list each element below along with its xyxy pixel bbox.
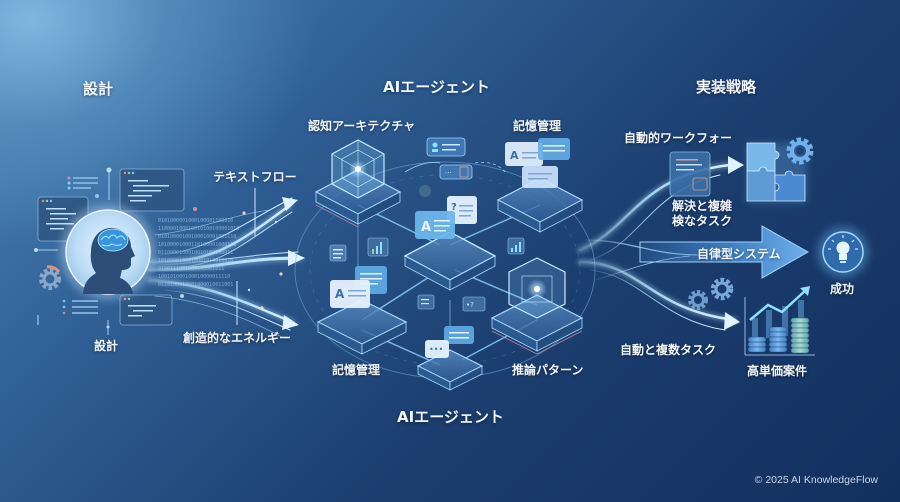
text-flow-streams	[146, 197, 304, 337]
gear-icon	[39, 265, 61, 290]
memory-management-top-label: 記憶管理	[513, 119, 562, 133]
chat-bubble-icon: A	[330, 266, 387, 308]
svg-text:01010000100100010001001110: 01010000100100010001001110	[158, 234, 236, 240]
design-bottom-label: 設計	[94, 339, 119, 353]
coins-growth-chart-icon	[744, 286, 815, 356]
chat-bubble-icon: •••	[425, 326, 474, 358]
complex-task-label-line1: 解決と複雑	[672, 199, 733, 213]
puzzle-icon	[746, 142, 807, 203]
chat-bubble-icon: ? A	[415, 196, 477, 239]
svg-text:···: ···	[445, 169, 452, 177]
agent-section-title: AIエージェント	[383, 78, 490, 96]
cognitive-architecture-label: 認知アーキテクチャ	[308, 119, 416, 133]
agent-node-cognitive	[314, 139, 402, 228]
svg-text:A: A	[510, 149, 519, 162]
design-section-title: 設計	[83, 80, 114, 98]
high-value-projects-label: 高単価案件	[747, 364, 808, 378]
code-window-icon	[119, 168, 185, 212]
svg-text:0110000100010010100100011: 0110000100010010100100011	[158, 250, 233, 256]
memory-management-bottom-label: 記憶管理	[332, 363, 381, 377]
svg-text:•••: •••	[429, 345, 443, 354]
gear-icon	[710, 277, 734, 301]
flow-arrowheads	[724, 156, 744, 330]
workflow-label: 自動的ワークフォー	[624, 131, 733, 145]
bar-chart-icon	[329, 237, 525, 262]
gear-icon	[786, 137, 814, 165]
svg-text:10100001000110100001000111: 10100001000110100001000111	[158, 242, 236, 248]
agent-node-memory-bottom: A	[316, 266, 408, 355]
reasoning-pattern-label: 推論パターン	[512, 363, 584, 377]
text-flow-label: テキストフロー	[213, 170, 297, 184]
autonomous-system-arrow	[639, 225, 810, 279]
multi-task-label: 自動と複数タスク	[620, 343, 717, 357]
svg-text:•?: •?	[466, 301, 474, 309]
output-flow-streams	[577, 162, 738, 331]
svg-text:?: ?	[451, 202, 457, 213]
agent-node-center: ? A	[403, 196, 497, 291]
agent-node-reasoning	[490, 257, 584, 355]
complex-task-label-line2: 検なタスク	[672, 214, 733, 228]
agent-node-bottom: •••	[416, 326, 484, 391]
svg-text:100101000100010000011110: 100101000100010000011110	[158, 274, 230, 280]
svg-text:110000100010010100100001010: 110000100010010100100001010	[158, 226, 239, 232]
gear-icon	[688, 290, 708, 310]
chat-bubble-icon: ···	[404, 137, 506, 197]
svg-text:A: A	[335, 287, 345, 301]
autonomous-system-label: 自律型システム	[697, 247, 781, 261]
copyright-footer: © 2025 AI KnowledgeFlow	[754, 474, 878, 486]
lightbulb-icon	[817, 226, 869, 278]
chat-bubble-icon: •?	[417, 294, 486, 312]
implementation-section-title: 実装戦略	[696, 78, 757, 96]
chat-bubble-icon: A	[505, 138, 570, 188]
svg-text:0101000001000100001100010: 0101000001000100001100010	[158, 218, 233, 224]
creative-energy-label: 創造的なエネルギー	[183, 331, 292, 345]
sparkles	[242, 211, 283, 310]
svg-text:A: A	[421, 220, 431, 235]
binary-stream: 0101000001000100001100010 11000010001001…	[158, 218, 239, 288]
brain-head-icon	[60, 204, 156, 300]
code-window-icon	[119, 294, 173, 326]
flow-arrowheads	[282, 197, 305, 330]
agent-node-memory-top: A	[496, 138, 584, 233]
success-label: 成功	[830, 282, 855, 296]
list-decoration	[34, 167, 197, 335]
agent-bottom-title: AIエージェント	[397, 408, 504, 426]
workflow-document-icon	[669, 151, 711, 197]
